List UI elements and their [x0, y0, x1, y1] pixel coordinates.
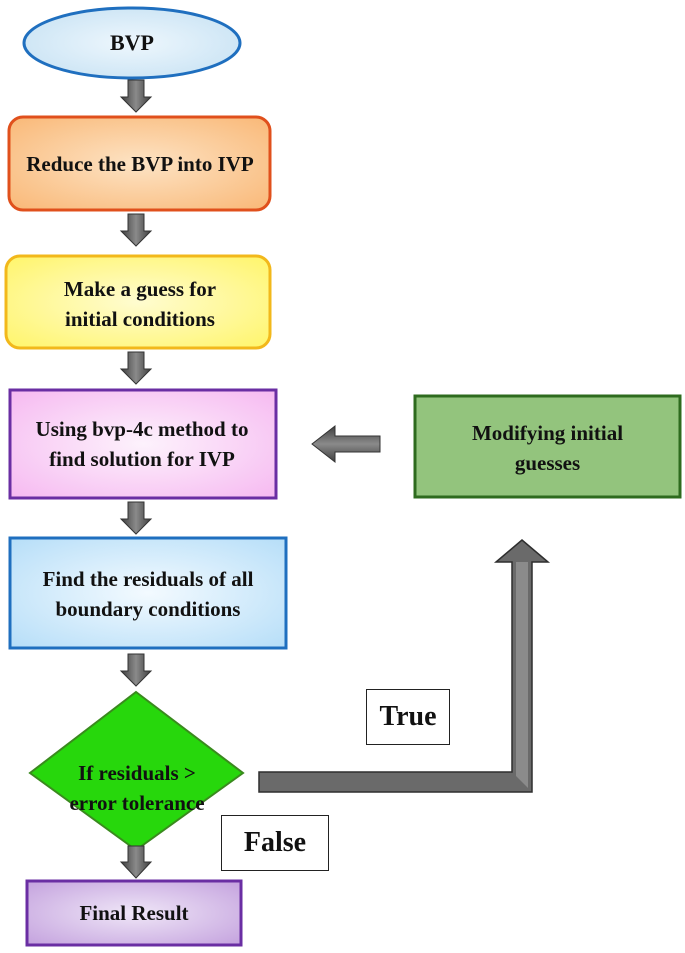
guess-node-label: Make a guess for initial conditions [63, 277, 217, 331]
guess-node-shape [4, 254, 272, 350]
residuals-node-label: Find the residuals of all boundary condi… [42, 567, 254, 621]
modify-node-shape [415, 396, 680, 497]
arrow-solve-to-residuals [119, 501, 153, 535]
solve-node-shape [8, 388, 278, 500]
modify-node-label: Modifying initial guesses [471, 421, 624, 475]
arrow-reduce-to-guess [119, 213, 153, 247]
start-node-shape [22, 6, 242, 80]
arrow-start-to-reduce [119, 79, 153, 113]
arrow-modify-to-solve [311, 424, 381, 464]
reduce-node-label: Reduce the BVP into IVP [26, 152, 254, 176]
solve-node-label: Using bvp-4c method to find solution for… [35, 417, 249, 471]
arrow-decision-true-to-modify [258, 539, 551, 793]
final-node-shape [25, 879, 243, 947]
residuals-node-shape [8, 536, 288, 650]
start-node-label: BVP [110, 30, 154, 55]
true-label: True [366, 689, 450, 745]
final-node-label: Final Result [79, 901, 189, 925]
reduce-node-shape [7, 115, 272, 212]
arrow-decision-to-final [119, 845, 153, 879]
false-label: False [221, 815, 329, 871]
arrow-guess-to-solve [119, 351, 153, 385]
arrow-residuals-to-decision [119, 653, 153, 687]
modify-node-border [413, 394, 682, 499]
decision-node-label: If residuals > error tolerance [69, 761, 205, 815]
